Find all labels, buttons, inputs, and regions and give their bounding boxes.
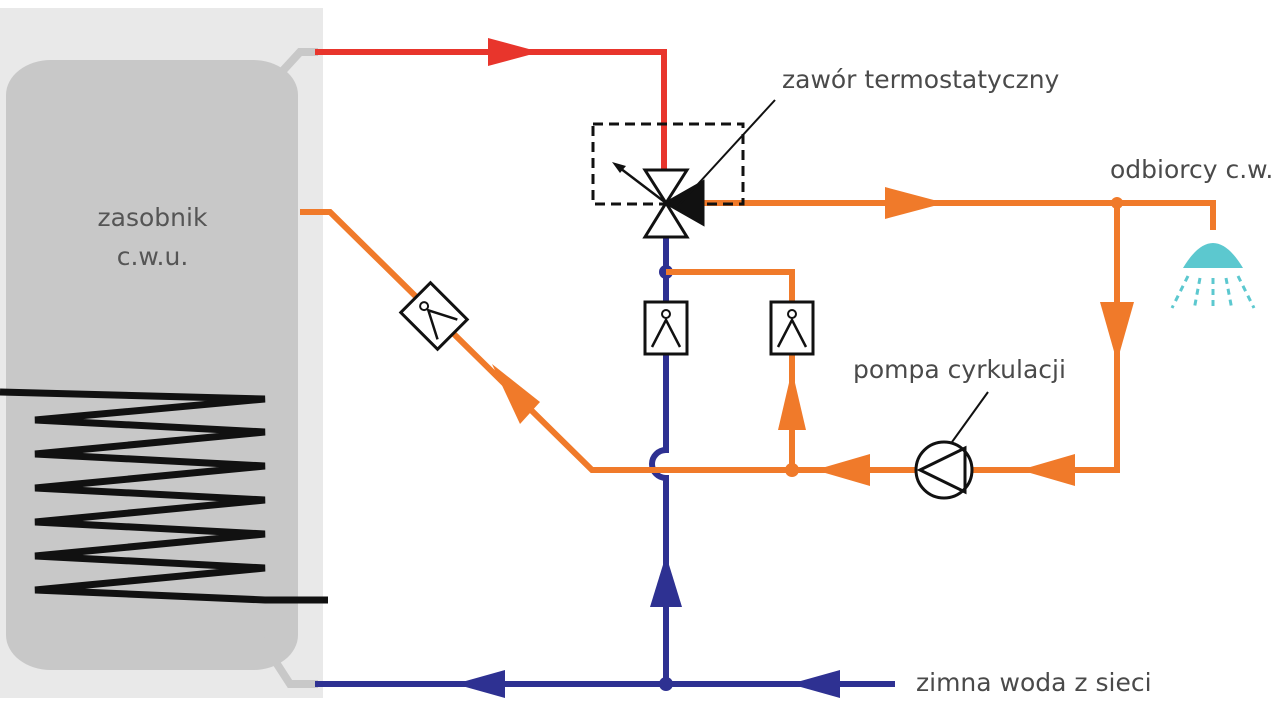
check-valve-icon [769, 300, 815, 356]
dhw-arrow-right [885, 187, 945, 219]
check-valve-icon [398, 280, 470, 352]
bypass-to-valve-pipe [666, 269, 795, 305]
tank-hot-outlet-stub [275, 48, 318, 79]
hot-arrow-right [488, 38, 540, 66]
heating-coil [0, 388, 328, 604]
cold-arrow-up [650, 555, 682, 607]
hot-water-supply-pipe [315, 49, 667, 170]
three-way-valve-icon [612, 162, 705, 239]
cold-junction-node [659, 677, 673, 691]
return-arrow-diagonal [492, 364, 540, 424]
bypass-junction-node [785, 463, 799, 477]
bypass-arrow-up [778, 370, 806, 430]
tank-label-line2: c.w.u. [116, 242, 189, 271]
cold-arrow-left-2 [790, 670, 840, 698]
return-arrow-left-1 [1020, 454, 1075, 486]
pump-label: pompa cyrkulacji [853, 355, 1066, 384]
dhw-supply-pipe [700, 200, 1216, 230]
pump-label-leader [951, 391, 989, 443]
cold-water-label: zimna woda z sieci [916, 668, 1152, 697]
return-arrow-left-2 [815, 454, 870, 486]
pump-icon [914, 440, 974, 500]
consumers-label: odbiorcy c.w. [1110, 155, 1274, 184]
tank-cold-inlet-stub [251, 627, 318, 688]
circulation-return-pipe [300, 203, 1120, 473]
valve-label: zawór termostatyczny [782, 65, 1060, 94]
valve-label-leader [675, 99, 776, 209]
cold-water-riser-pipe [649, 255, 669, 684]
tank-label-line1: zasobnik [97, 203, 208, 232]
shower-head-icon [1170, 243, 1256, 311]
cold-arrow-left-1 [455, 670, 505, 698]
check-valve-icon [643, 300, 689, 356]
return-arrow-down [1100, 302, 1134, 362]
